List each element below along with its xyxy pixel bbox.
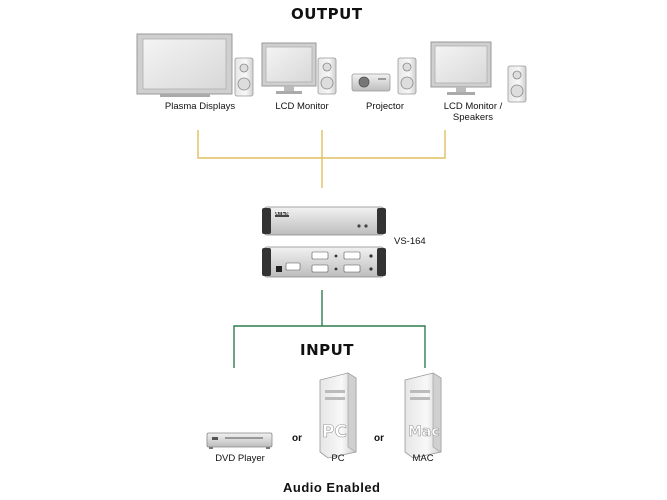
projector-icon: [351, 73, 391, 92]
footer-caption: Audio Enabled: [283, 480, 381, 495]
mac-tower-label: Mac: [408, 424, 440, 441]
speaker-icon: [317, 57, 337, 95]
speaker-icon: [234, 57, 254, 97]
lcd-monitor-speakers-label-line2: Speakers: [452, 112, 494, 123]
output-connector-lines: [197, 130, 446, 188]
or-separator: or: [292, 433, 302, 444]
projector-label: Projector: [365, 101, 404, 112]
lcd-monitor-speakers-label: LCD Monitor / Speakers: [428, 101, 518, 123]
pc-tower-icon: [319, 372, 357, 459]
lcd-monitor-icon: [261, 42, 317, 94]
device-brand-logo: ATEN: [275, 211, 290, 217]
device-model-label: VS-164: [394, 236, 426, 247]
vs164-front-unit-icon: [262, 206, 386, 236]
pc-tower-label: PC: [322, 422, 348, 443]
pc-label: PC: [331, 453, 345, 464]
speaker-icon: [507, 65, 527, 103]
vs164-rear-unit-icon: [262, 246, 386, 278]
input-connector-lines: [233, 290, 426, 368]
lcd-monitor-icon: [430, 41, 492, 95]
input-heading: INPUT: [300, 341, 355, 359]
speaker-icon: [397, 57, 417, 95]
mac-tower-icon: [404, 372, 442, 459]
dvd-player-label: DVD Player: [215, 453, 265, 464]
mac-label: MAC: [412, 453, 434, 464]
lcd-monitor-speakers-label-line1: LCD Monitor /: [443, 101, 503, 112]
dvd-player-icon: [206, 432, 273, 449]
plasma-display-icon: [136, 33, 233, 97]
or-separator: or: [374, 433, 384, 444]
lcd-monitor-label: LCD Monitor: [275, 101, 329, 112]
output-heading: OUTPUT: [291, 5, 363, 23]
plasma-displays-label: Plasma Displays: [164, 101, 236, 112]
